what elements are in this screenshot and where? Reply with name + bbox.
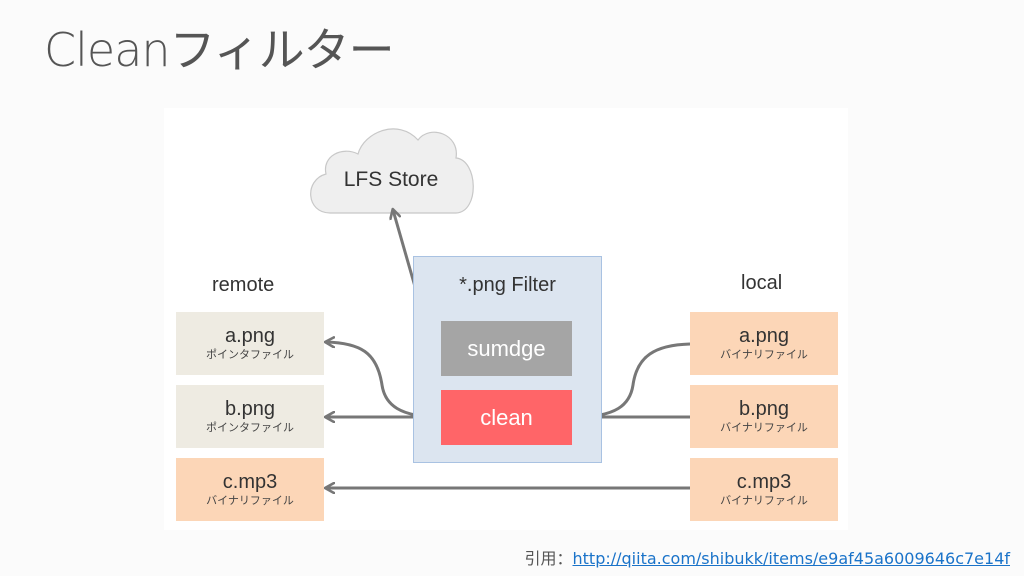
file-name: b.png bbox=[738, 397, 790, 420]
slide-title: Cleanフィルター bbox=[44, 23, 395, 77]
lfs-store-label: LFS Store bbox=[343, 168, 439, 191]
remote-file-a-png: a.png ポインタファイル bbox=[176, 312, 324, 375]
citation: 引用：http://qiita.com/shibukk/items/e9af45… bbox=[524, 545, 1010, 569]
file-type: バイナリファイル bbox=[720, 420, 808, 434]
clean-step: clean bbox=[441, 390, 572, 445]
file-name: b.png bbox=[224, 397, 276, 420]
file-type: バイナリファイル bbox=[206, 493, 294, 507]
file-name: c.mp3 bbox=[736, 470, 792, 493]
file-type: ポインタファイル bbox=[206, 347, 294, 361]
file-type: ポインタファイル bbox=[206, 420, 294, 434]
remote-file-b-png: b.png ポインタファイル bbox=[176, 385, 324, 448]
sumdge-step: sumdge bbox=[441, 321, 572, 376]
sumdge-step-label: sumdge bbox=[467, 335, 546, 361]
local-file-b-png: b.png バイナリファイル bbox=[690, 385, 838, 448]
png-filter-title: *.png Filter bbox=[459, 274, 556, 296]
local-file-a-png: a.png バイナリファイル bbox=[690, 312, 838, 375]
file-name: a.png bbox=[738, 324, 790, 347]
local-file-c-mp3: c.mp3 バイナリファイル bbox=[690, 458, 838, 521]
file-name: a.png bbox=[224, 324, 276, 347]
file-type: バイナリファイル bbox=[720, 347, 808, 361]
local-label: local bbox=[741, 272, 783, 294]
file-name: c.mp3 bbox=[222, 470, 278, 493]
clean-step-label: clean bbox=[480, 404, 533, 430]
remote-file-c-mp3: c.mp3 バイナリファイル bbox=[176, 458, 324, 521]
citation-prefix: 引用： bbox=[524, 549, 573, 568]
remote-label: remote bbox=[212, 274, 275, 296]
citation-link[interactable]: http://qiita.com/shibukk/items/e9af45a60… bbox=[572, 549, 1011, 568]
file-type: バイナリファイル bbox=[720, 493, 808, 507]
